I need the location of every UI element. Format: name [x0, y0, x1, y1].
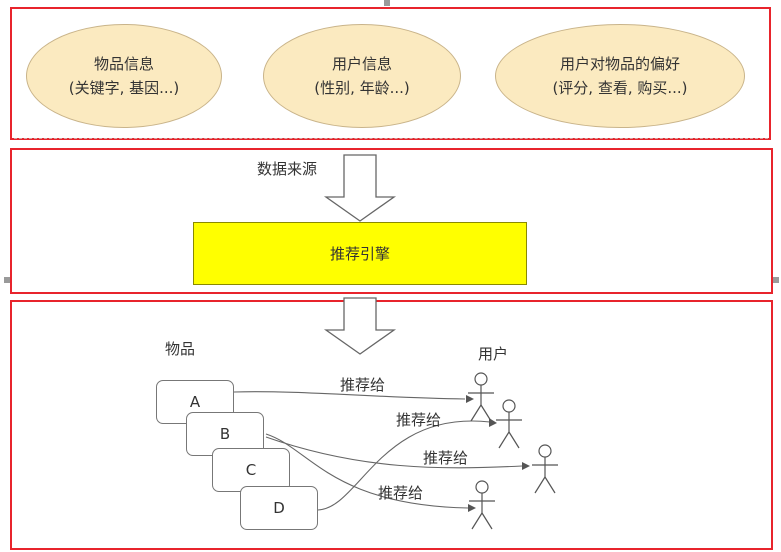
engine-label: 推荐引擎: [329, 245, 390, 263]
item-label: D: [273, 499, 285, 517]
down-arrow-icon: [323, 297, 397, 355]
arrow-head: [466, 395, 474, 403]
recommend-path-d: [317, 420, 491, 511]
resize-handle-right: [773, 277, 779, 283]
recommend-label: 推荐给: [378, 484, 424, 502]
recommend-label: 推荐给: [340, 376, 386, 394]
person-icon: [496, 399, 522, 449]
panel-divider: [14, 138, 768, 139]
data-source-label: 数据来源: [257, 160, 318, 178]
resize-handle-top: [384, 0, 390, 6]
person-icon: [532, 444, 558, 494]
item-label: B: [219, 425, 231, 443]
item-card-c: C: [212, 448, 290, 492]
source-user-preference: 用户对物品的偏好 (评分, 查看, 购买...): [495, 24, 745, 128]
item-label: C: [245, 461, 257, 479]
person-icon: [468, 372, 494, 422]
source-detail: (评分, 查看, 购买...): [552, 79, 688, 97]
recommend-path-b-bottom: [265, 436, 523, 469]
source-title: 用户对物品的偏好: [559, 55, 680, 73]
source-user-info: 用户信息 (性别, 年龄...): [263, 24, 461, 128]
source-title: 用户信息: [331, 55, 392, 73]
recommendation-engine: 推荐引擎: [193, 222, 527, 285]
arrow-head: [522, 462, 530, 470]
item-label: A: [189, 393, 201, 411]
resize-handle-left: [4, 277, 10, 283]
source-detail: (性别, 年龄...): [314, 79, 410, 97]
recommendation-panel: [10, 300, 773, 550]
users-label: 用户: [478, 345, 509, 363]
recommend-path-b-top: [265, 433, 469, 509]
item-card-d: D: [240, 486, 318, 530]
recommend-label: 推荐给: [423, 449, 469, 467]
down-arrow-icon: [323, 154, 397, 222]
person-icon: [469, 480, 495, 530]
source-detail: (关键字, 基因...): [68, 79, 180, 97]
source-title: 物品信息: [93, 55, 154, 73]
items-label: 物品: [165, 340, 196, 358]
recommend-label: 推荐给: [396, 411, 442, 429]
arrow-head: [468, 504, 476, 512]
source-item-info: 物品信息 (关键字, 基因...): [26, 24, 222, 128]
recommend-path-a: [233, 391, 466, 400]
